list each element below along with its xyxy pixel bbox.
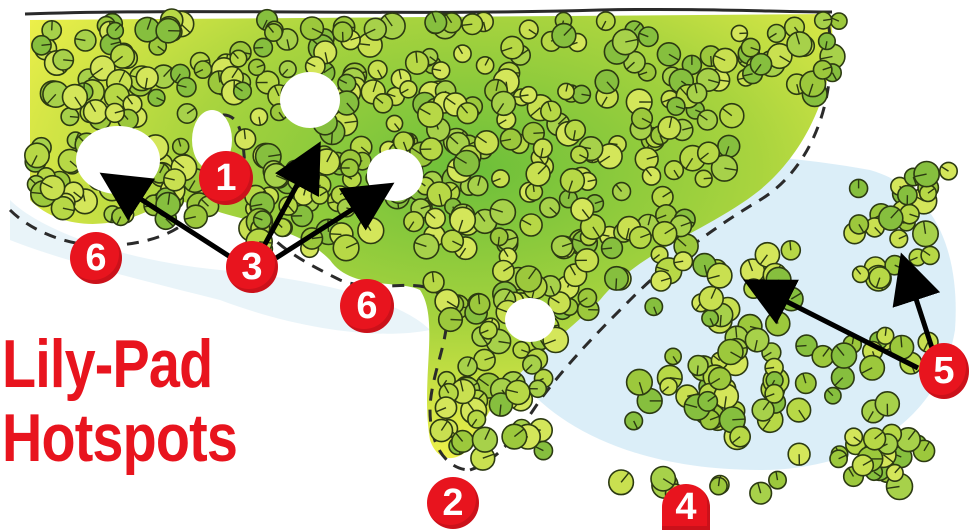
- lily-pad-notch: [63, 60, 73, 61]
- marker-1: 1: [199, 151, 253, 205]
- marker-5: 5: [919, 343, 969, 399]
- lily-pad: [853, 266, 869, 282]
- marker-6-left: 6: [70, 232, 122, 284]
- lily-pad: [597, 12, 615, 30]
- lily-pad-notch: [451, 320, 463, 321]
- lily-pad-notch: [697, 366, 698, 376]
- lily-pad: [500, 129, 521, 150]
- lily-pad: [632, 108, 653, 129]
- lily-pad-notch: [720, 315, 721, 327]
- lily-pad-notch: [796, 346, 807, 347]
- lily-pad: [475, 131, 499, 155]
- lily-pad: [869, 267, 890, 288]
- lily-pad: [164, 169, 186, 191]
- lily-pad-notch: [732, 419, 745, 420]
- lily-pad: [452, 431, 474, 453]
- lily-pad-notch: [711, 56, 712, 66]
- lily-pad: [709, 367, 731, 389]
- marker-3: 3: [226, 241, 278, 293]
- lily-pad-notch: [498, 237, 499, 246]
- lily-pad-notch: [42, 44, 52, 45]
- lily-pad-notch: [254, 48, 263, 49]
- lily-pad: [565, 120, 585, 140]
- lily-pad: [136, 67, 158, 89]
- lily-pad-notch: [52, 21, 53, 31]
- lily-pad: [502, 424, 527, 449]
- lily-pad-notch: [885, 328, 886, 336]
- lily-pad-notch: [616, 278, 617, 290]
- lily-pad-notch: [533, 133, 544, 134]
- lily-pad-notch: [70, 117, 79, 118]
- lily-pad: [658, 117, 680, 139]
- lily-pad-notch: [790, 241, 791, 251]
- marker-2: 2: [427, 477, 479, 529]
- shoreline: [25, 9, 832, 14]
- lily-pad-notch: [901, 336, 902, 348]
- lily-pad-notch: [479, 294, 480, 304]
- lily-pad-notch: [330, 234, 342, 235]
- lily-pad-notch: [332, 132, 333, 144]
- marker-6-center: 6: [340, 279, 394, 333]
- lily-pad: [745, 328, 768, 351]
- lily-pad: [468, 176, 488, 196]
- lily-pad: [845, 428, 862, 445]
- title-line-1: Lily-Pad: [2, 327, 223, 401]
- marker-4: 4: [662, 484, 710, 530]
- lily-pad: [454, 151, 480, 177]
- lily-pad: [425, 12, 447, 34]
- lily-pad-notch: [704, 178, 712, 179]
- lily-pad-notch: [736, 326, 737, 337]
- title-line-2: Hotspots: [2, 401, 223, 475]
- diagram-title: Lily-Pad Hotspots: [2, 327, 223, 475]
